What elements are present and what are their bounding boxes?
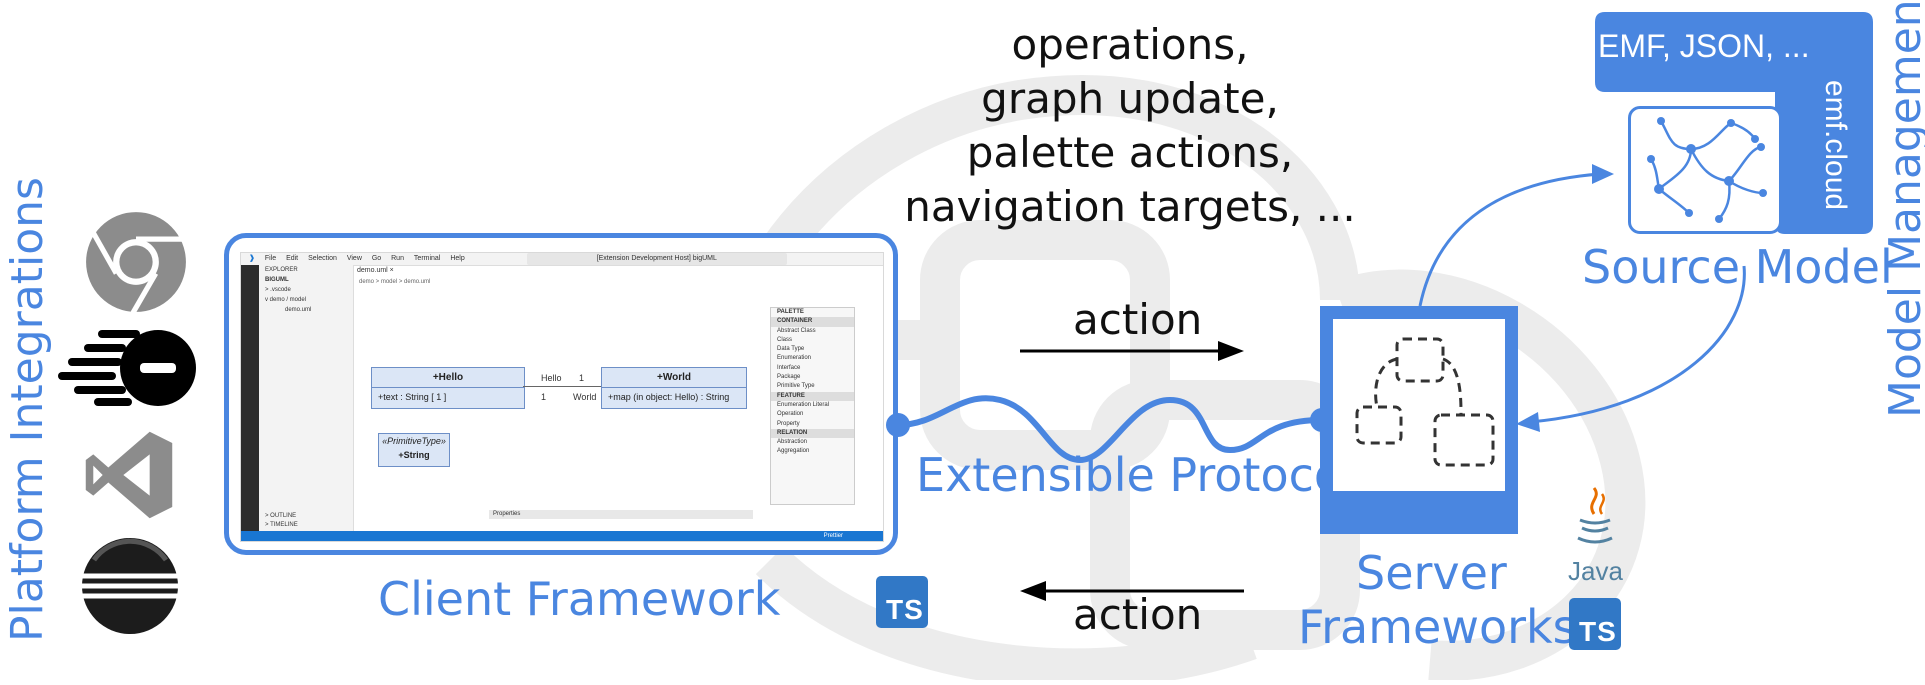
typescript-icon: TS [876, 576, 928, 628]
palette-item[interactable]: Aggregation [777, 448, 810, 455]
uml-class-hello-attr: +text : String [ 1 ] [378, 392, 447, 402]
properties-label: Properties [493, 511, 521, 517]
emf-cloud-label: emf.cloud [1819, 80, 1852, 211]
ide-menubar: ❱ File Edit Selection View Go Run Termin… [241, 253, 883, 266]
ide-statusbar: Prettier [241, 531, 883, 541]
ide-explorer: EXPLORER BIGUML > .vscode v demo / model… [259, 265, 354, 531]
menu-go[interactable]: Go [371, 255, 382, 262]
palette-title: PALETTE [777, 309, 804, 315]
platform-integrations-label: Platform Integrations [2, 177, 53, 642]
palette-section-container: CONTAINER [771, 317, 854, 327]
uml-class-world-attr: +map (in object: Hello) : String [608, 392, 730, 402]
assoc-right-label: World [573, 392, 597, 402]
java-label: Java [1568, 556, 1623, 586]
client-framework-label: Client Framework [378, 572, 781, 626]
action-top-arrow [1020, 341, 1244, 361]
model-sync-arrows [1418, 164, 1746, 432]
uml-class-hello[interactable]: +Hello +text : String [ 1 ] [371, 367, 525, 409]
source-model-box [1628, 106, 1782, 234]
primitive-name: +String [398, 450, 430, 460]
chrome-icon [86, 212, 186, 314]
operation-item: navigation targets, ... [904, 182, 1356, 231]
assoc-right-mult: 1 [541, 392, 547, 402]
palette-section-feature: FEATURE [771, 391, 854, 401]
operations-list: operations, graph update, palette action… [900, 18, 1360, 234]
palette-item[interactable]: Abstract Class [777, 327, 816, 334]
server-frameworks-label-1: Server [1356, 546, 1507, 600]
server-graph-area [1333, 319, 1505, 491]
palette-item[interactable]: Abstraction [777, 439, 808, 446]
ide-activity-bar [241, 265, 259, 531]
client-framework-frame: ❱ File Edit Selection View Go Run Termin… [224, 233, 898, 555]
palette-item[interactable]: Class [777, 336, 793, 343]
ide-search-box[interactable]: [Extension Development Host] bigUML [526, 253, 787, 265]
explorer-timeline[interactable]: > TIMELINE [265, 522, 298, 528]
menu-file[interactable]: File [264, 255, 277, 262]
tool-palette[interactable]: PALETTE CONTAINER Abstract Class Class D… [770, 307, 855, 505]
uml-association-line[interactable] [523, 386, 601, 387]
operation-item: graph update, [981, 74, 1279, 123]
source-model-label: Source Model [1582, 240, 1893, 294]
operation-item: operations, [1011, 20, 1249, 69]
editor-tab-label: demo.uml [357, 267, 388, 274]
extensible-protocol-label: Extensible Protocol [916, 448, 1355, 502]
vscode-icon [85, 431, 173, 519]
palette-item[interactable]: Interface [777, 364, 801, 371]
typescript-icon: TS [1569, 598, 1621, 650]
palette-section-relation: RELATION [771, 428, 854, 439]
explorer-demo-file[interactable]: demo.uml [285, 307, 312, 313]
vscode-small-icon: ❱ [249, 255, 255, 262]
model-tree-icon [1647, 117, 1767, 223]
primitive-stereotype: «PrimitiveType» [382, 436, 446, 446]
properties-panel-tab[interactable]: Properties [489, 510, 753, 519]
ts-badge-text: TS [886, 594, 924, 625]
ts-badge-text: TS [1579, 616, 1617, 647]
menu-edit[interactable]: Edit [286, 255, 299, 262]
palette-item[interactable]: Enumeration [777, 355, 812, 362]
action-bottom-arrow [1020, 581, 1244, 601]
palette-item[interactable]: Property [777, 420, 800, 427]
emf-json-label: EMF, JSON, ... [1598, 28, 1810, 64]
explorer-demo-folder[interactable]: v demo / model [265, 297, 307, 303]
model-management-bracket [1595, 12, 1873, 234]
editor-tab[interactable]: demo.uml × [357, 267, 394, 274]
explorer-root[interactable]: BIGUML [265, 277, 289, 283]
action-top-label: action [1073, 295, 1203, 344]
menu-terminal[interactable]: Terminal [413, 255, 441, 262]
eclipse-icon [82, 538, 178, 634]
assoc-left-label: Hello [541, 373, 562, 383]
menu-help[interactable]: Help [450, 255, 465, 262]
uml-class-world-name: +World [602, 368, 746, 388]
glsp-logo-watermark [705, 75, 1646, 680]
uml-primitive-string[interactable]: «PrimitiveType» +String [378, 433, 450, 467]
java-icon [1577, 487, 1613, 544]
statusbar-right: Prettier [823, 533, 843, 539]
palette-item[interactable]: Data Type [777, 346, 805, 353]
assoc-left-mult: 1 [579, 373, 585, 383]
palette-item[interactable]: Operation [777, 411, 804, 418]
palette-item[interactable]: Primitive Type [777, 383, 815, 390]
uml-class-hello-name: +Hello [372, 368, 524, 388]
menu-view[interactable]: View [346, 255, 362, 262]
ide-screenshot: ❱ File Edit Selection View Go Run Termin… [240, 252, 884, 542]
uml-class-world[interactable]: +World +map (in object: Hello) : String [601, 367, 747, 409]
server-frameworks-label-2: Frameworks [1298, 600, 1577, 654]
model-management-label: Model Management [1880, 0, 1925, 418]
menu-selection[interactable]: Selection [308, 255, 337, 262]
operation-item: palette actions, [966, 128, 1294, 177]
palette-item[interactable]: Enumeration Literal [777, 401, 830, 408]
server-frameworks-box [1320, 306, 1518, 534]
explorer-title: EXPLORER [265, 267, 298, 273]
theia-icon [58, 330, 196, 406]
action-bottom-label: action [1073, 590, 1203, 639]
explorer-outline[interactable]: > OUTLINE [265, 513, 297, 519]
graph-icon [1355, 337, 1495, 467]
menu-run[interactable]: Run [391, 255, 404, 262]
palette-item[interactable]: Package [777, 374, 801, 381]
explorer-vscode-folder[interactable]: > .vscode [265, 287, 291, 293]
editor-breadcrumb: demo > model > demo.uml [359, 279, 431, 285]
